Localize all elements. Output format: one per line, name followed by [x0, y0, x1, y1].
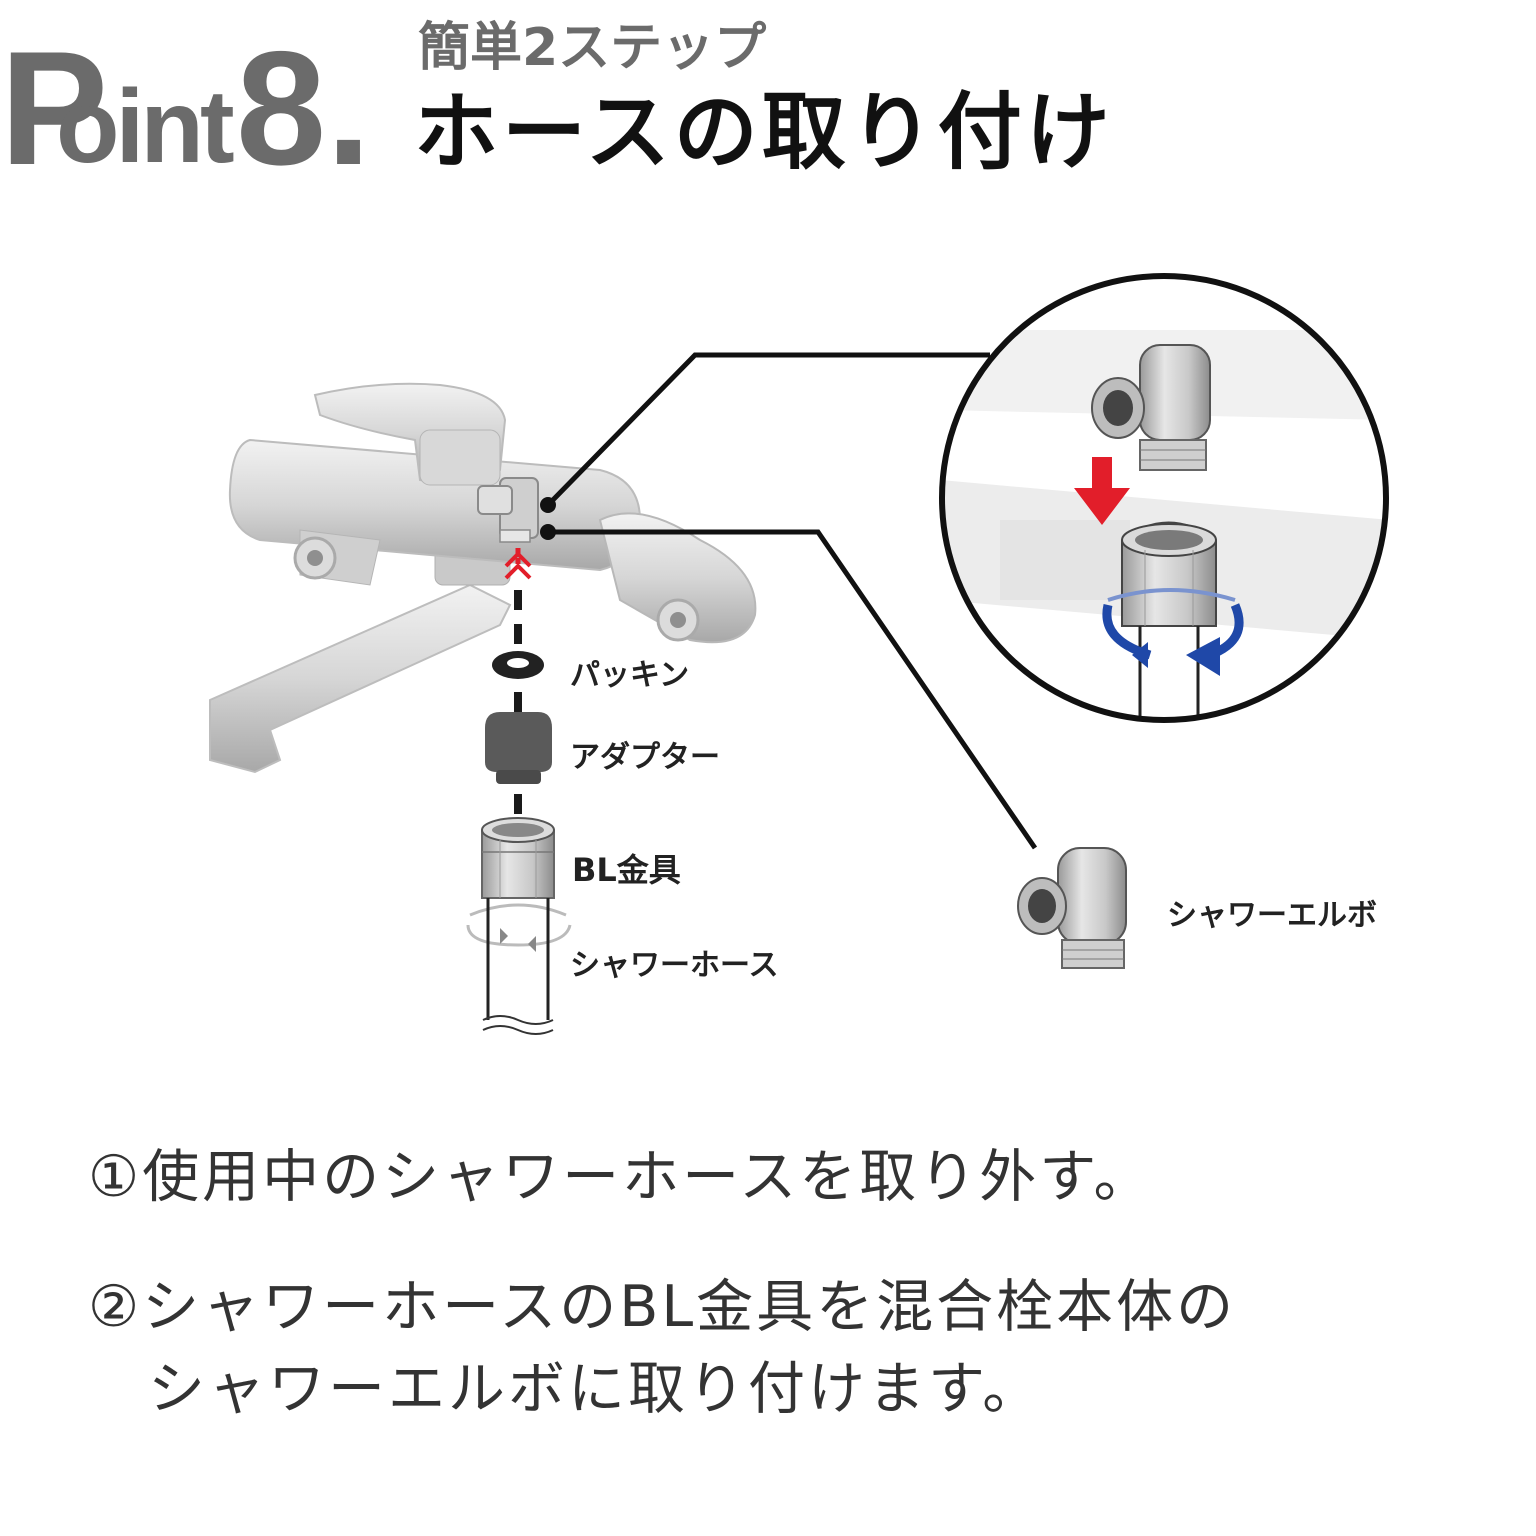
point-word: oint	[56, 69, 235, 185]
point-number: 8.	[236, 18, 372, 199]
shower-hose-part	[466, 898, 572, 1035]
label-shower-hose: シャワーホース	[570, 948, 779, 983]
shower-elbow-part	[1017, 847, 1127, 969]
page-title: ホースの取り付け	[414, 83, 1114, 181]
subtitle: 簡単2ステップ	[418, 18, 767, 78]
packing-washer	[492, 651, 544, 679]
mixer-faucet	[209, 382, 757, 774]
label-adapter: アダプター	[570, 740, 720, 775]
label-packing: パッキン	[570, 658, 690, 693]
point-letter: P	[0, 18, 108, 199]
callout-lines	[540, 352, 1038, 850]
label-shower-elbow: シャワーエルボ	[1167, 898, 1377, 933]
step-2-line-2: シャワーエルボに取り付けます。	[88, 1356, 1043, 1422]
label-bl-fitting: BL金具	[572, 851, 681, 889]
step-1-text: ①使用中のシャワーホースを取り外す。	[88, 1144, 1154, 1210]
red-up-arrow-icon	[504, 548, 532, 580]
bl-fitting-part	[481, 817, 555, 899]
adapter-part	[485, 712, 552, 784]
step-2-line-1: ②シャワーホースのBL金具を混合栓本体の	[88, 1274, 1237, 1340]
zoom-detail	[939, 273, 1389, 723]
